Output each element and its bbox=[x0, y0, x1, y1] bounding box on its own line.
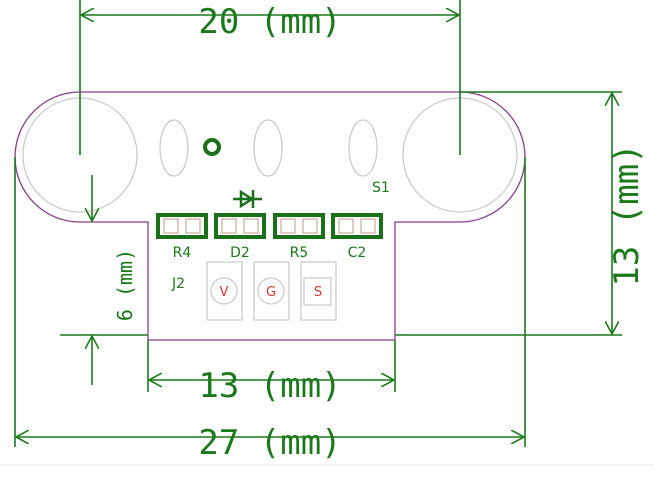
slot-hole bbox=[253, 119, 283, 177]
pad-r4 bbox=[156, 213, 208, 239]
dimension-bottom-13mm bbox=[147, 340, 396, 392]
label-s1: S1 bbox=[372, 180, 390, 196]
dimension-20mm bbox=[79, 0, 461, 155]
pad-d2 bbox=[214, 213, 266, 239]
dimension-20mm-label: 20 (mm) bbox=[198, 2, 341, 42]
pad-c2 bbox=[331, 213, 383, 239]
dimension-6mm bbox=[60, 175, 148, 385]
pin-s-label: S bbox=[314, 285, 322, 300]
pin-v-label: V bbox=[220, 285, 229, 300]
dimension-27mm bbox=[14, 157, 526, 447]
via-ring bbox=[203, 138, 221, 156]
dimension-27mm-label: 27 (mm) bbox=[198, 423, 341, 463]
pad-r5 bbox=[273, 213, 325, 239]
slot-hole bbox=[348, 119, 378, 177]
dimension-6mm-label: 6 (mm) bbox=[113, 249, 137, 321]
label-r5: R5 bbox=[290, 245, 309, 261]
pin-s-pad bbox=[303, 277, 332, 306]
label-c2: C2 bbox=[348, 245, 367, 261]
diode-symbol-icon bbox=[233, 189, 262, 209]
j2-pin-v-outline bbox=[206, 261, 243, 321]
dimension-right-13mm-label: 13 (mm) bbox=[607, 143, 647, 286]
j2-pin-g-outline bbox=[253, 261, 290, 321]
label-j2: J2 bbox=[171, 276, 185, 292]
pin-g-label: G bbox=[266, 285, 276, 300]
pin-v-pad bbox=[210, 277, 238, 305]
j2-pin-s-outline bbox=[300, 261, 337, 321]
slot-hole bbox=[159, 119, 189, 177]
dimension-right-13mm bbox=[395, 91, 622, 336]
label-r4: R4 bbox=[173, 245, 192, 261]
dimension-bottom-13mm-label: 13 (mm) bbox=[198, 366, 341, 406]
label-d2: D2 bbox=[230, 245, 250, 261]
pin-g-pad bbox=[257, 277, 285, 305]
